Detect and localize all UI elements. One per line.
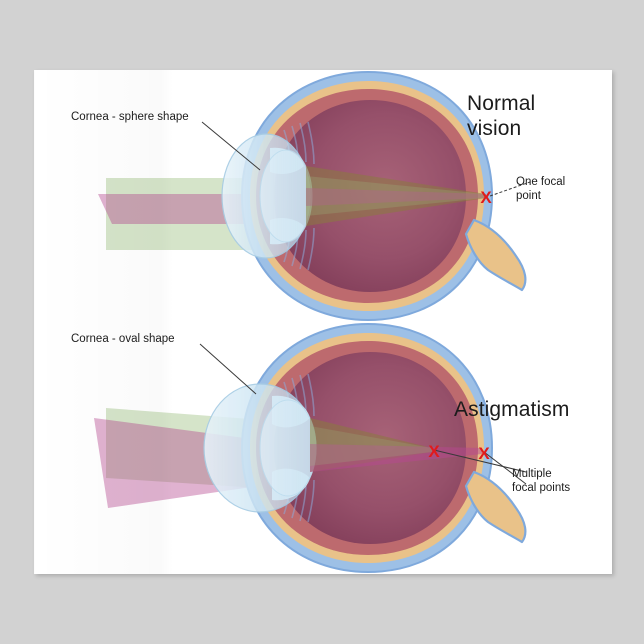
panel-astigmatism: X X Astigmatism Cornea - oval shape Mult… (34, 322, 612, 574)
panel-normal-vision: X Normal vision Cornea - sphere shape On… (34, 70, 612, 322)
crystalline-lens (259, 149, 313, 243)
label-cornea-oval-shape: Cornea - oval shape (71, 333, 175, 345)
leader-line-one-focal (489, 181, 531, 197)
astigmatism-eye-diagram: X X (94, 322, 527, 574)
focal-point-marker-1: X (428, 442, 440, 461)
label-cornea-sphere-shape: Cornea - sphere shape (71, 111, 189, 123)
focal-point-marker-2: X (478, 444, 490, 463)
crystalline-lens (259, 399, 317, 497)
leader-line-cornea-oval (199, 343, 257, 395)
label-multiple-focal-points: Multiple focal points (512, 468, 571, 495)
leader-line-multi-focal-1 (433, 449, 527, 473)
panel-title-astigmatism: Astigmatism (454, 398, 570, 421)
optic-nerve (464, 218, 527, 292)
focal-point-marker: X (480, 188, 492, 207)
poster-sheet: X Normal vision Cornea - sphere shape On… (34, 70, 612, 574)
leader-line-cornea-sphere (201, 121, 261, 171)
refracted-rays-normal (306, 166, 486, 226)
normal-vision-eye-diagram: X (98, 70, 531, 322)
leader-line-multi-focal-2 (483, 451, 527, 485)
optic-nerve (464, 470, 527, 544)
label-one-focal-point: One focal point (516, 176, 566, 203)
panel-title-normal-vision: Normal vision (467, 92, 536, 140)
